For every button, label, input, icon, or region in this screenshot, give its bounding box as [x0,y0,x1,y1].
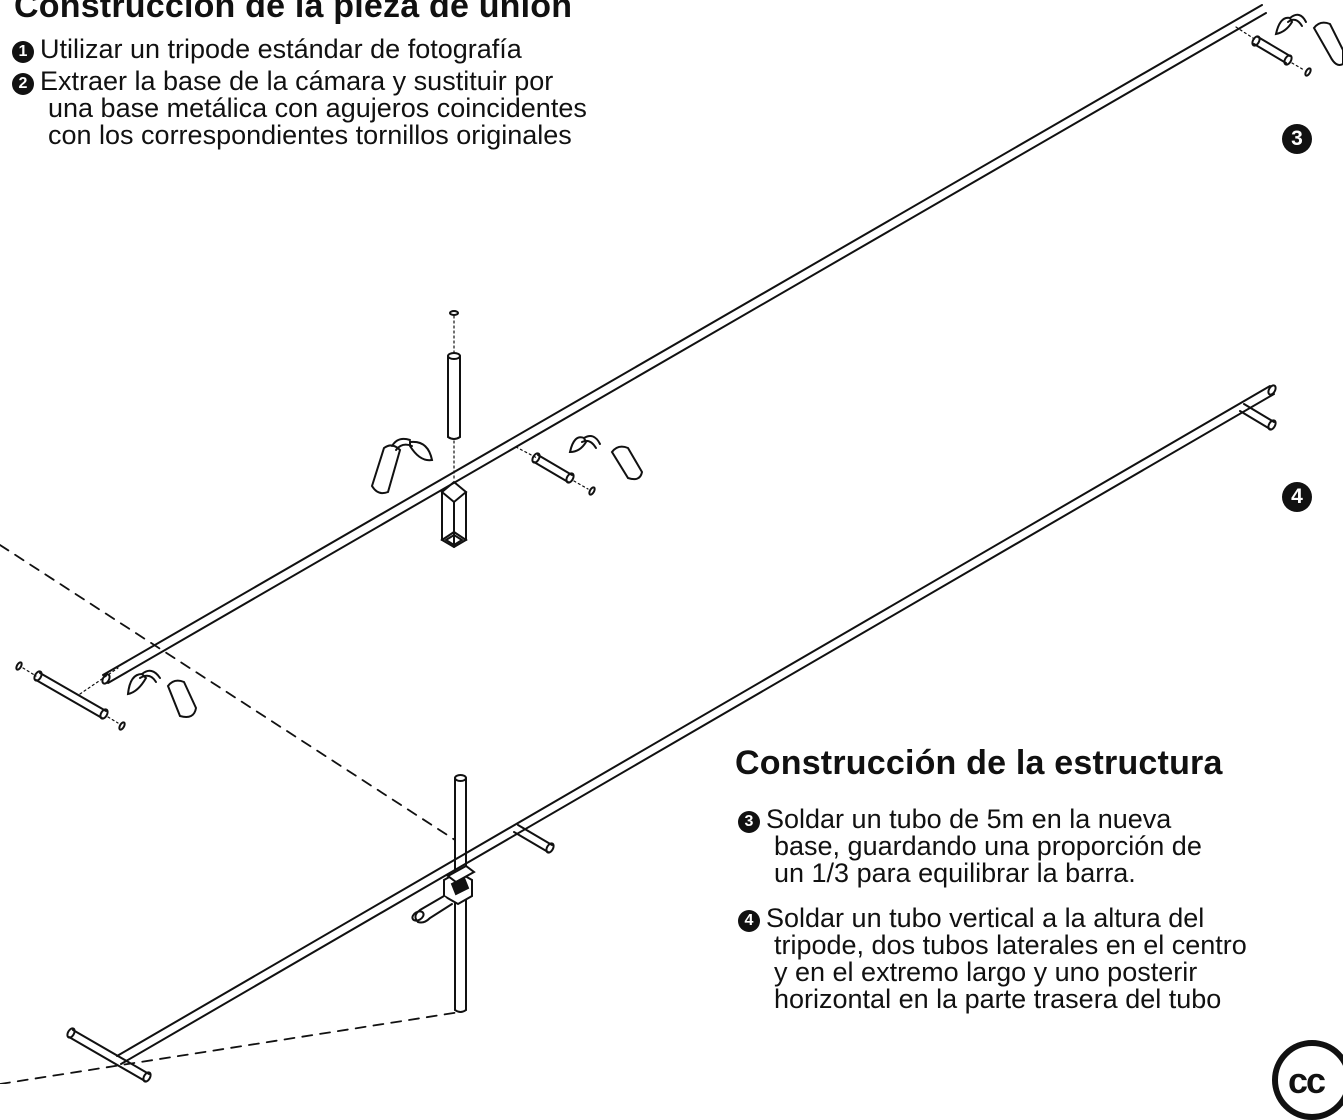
step-1: 1 Utilizar un tripode estándar de fotogra… [12,36,522,63]
end-side-tube [1235,26,1312,77]
step-number-3: 3 [738,811,760,833]
diagram-label-3: 3 [1282,124,1312,154]
step-number-4: 4 [738,910,760,932]
exploded-vertical-post [440,310,468,549]
rear-cross-tube [66,1027,152,1083]
rear-side-tube [15,661,126,731]
step-4-line-3: y en el extremo largo y uno posterir [774,957,1198,987]
title-structure-construction: Construcción de la estructura [735,744,1223,782]
step-number-1: 1 [12,41,34,63]
step-3-line-1: Soldar un tubo de 5m en la nueva [766,804,1172,834]
step-2-line-3: con los correspondientes tornillos origi… [48,120,572,150]
step-2-line-2: una base metálica con agujeros coinciden… [48,93,587,123]
far-end-side-tube [1239,403,1277,431]
upper-bar [101,4,1267,685]
title-part-construction: Construcción de la pieza de unión [14,0,573,25]
tripod-head [411,864,476,924]
diagram-label-4: 4 [1282,482,1312,512]
lamp-left-middle [370,437,434,495]
step-3-line-3: un 1/3 para equilibrar la barra. [774,858,1136,888]
step-4: 4 Soldar un tubo vertical a la altura del… [738,905,1247,1013]
lamp-top-right [1274,13,1343,66]
step-3-line-2: base, guardando una proporción de [774,831,1202,861]
step-4-line-2: tripode, dos tubos laterales en el centr… [774,930,1247,960]
creative-commons-logo: cc [1272,1040,1343,1120]
step-2-line-1: Extraer la base de la cámara y sustituir… [40,66,554,96]
center-side-tube [513,824,555,854]
lamp-right-middle [568,435,644,481]
step-number-2: 2 [12,73,34,95]
exploded-assembly-diagram [0,4,1343,1084]
step-3: 3 Soldar un tubo de 5m en la nueva base, … [738,806,1202,887]
step-4-line-4: horizontal en la parte trasera del tubo [774,984,1222,1014]
middle-side-tube [515,446,596,496]
dashed-guides [0,544,461,1084]
lamp-lower-left [126,669,198,718]
step-2: 2 Extraer la base de la cámara y sustitui… [12,68,587,149]
step-4-line-1: Soldar un tubo vertical a la altura del [766,903,1205,933]
step-1-line-1: Utilizar un tripode estándar de fotograf… [40,34,522,64]
cc-mark-text: cc [1288,1060,1326,1101]
lower-bar [116,384,1277,1065]
